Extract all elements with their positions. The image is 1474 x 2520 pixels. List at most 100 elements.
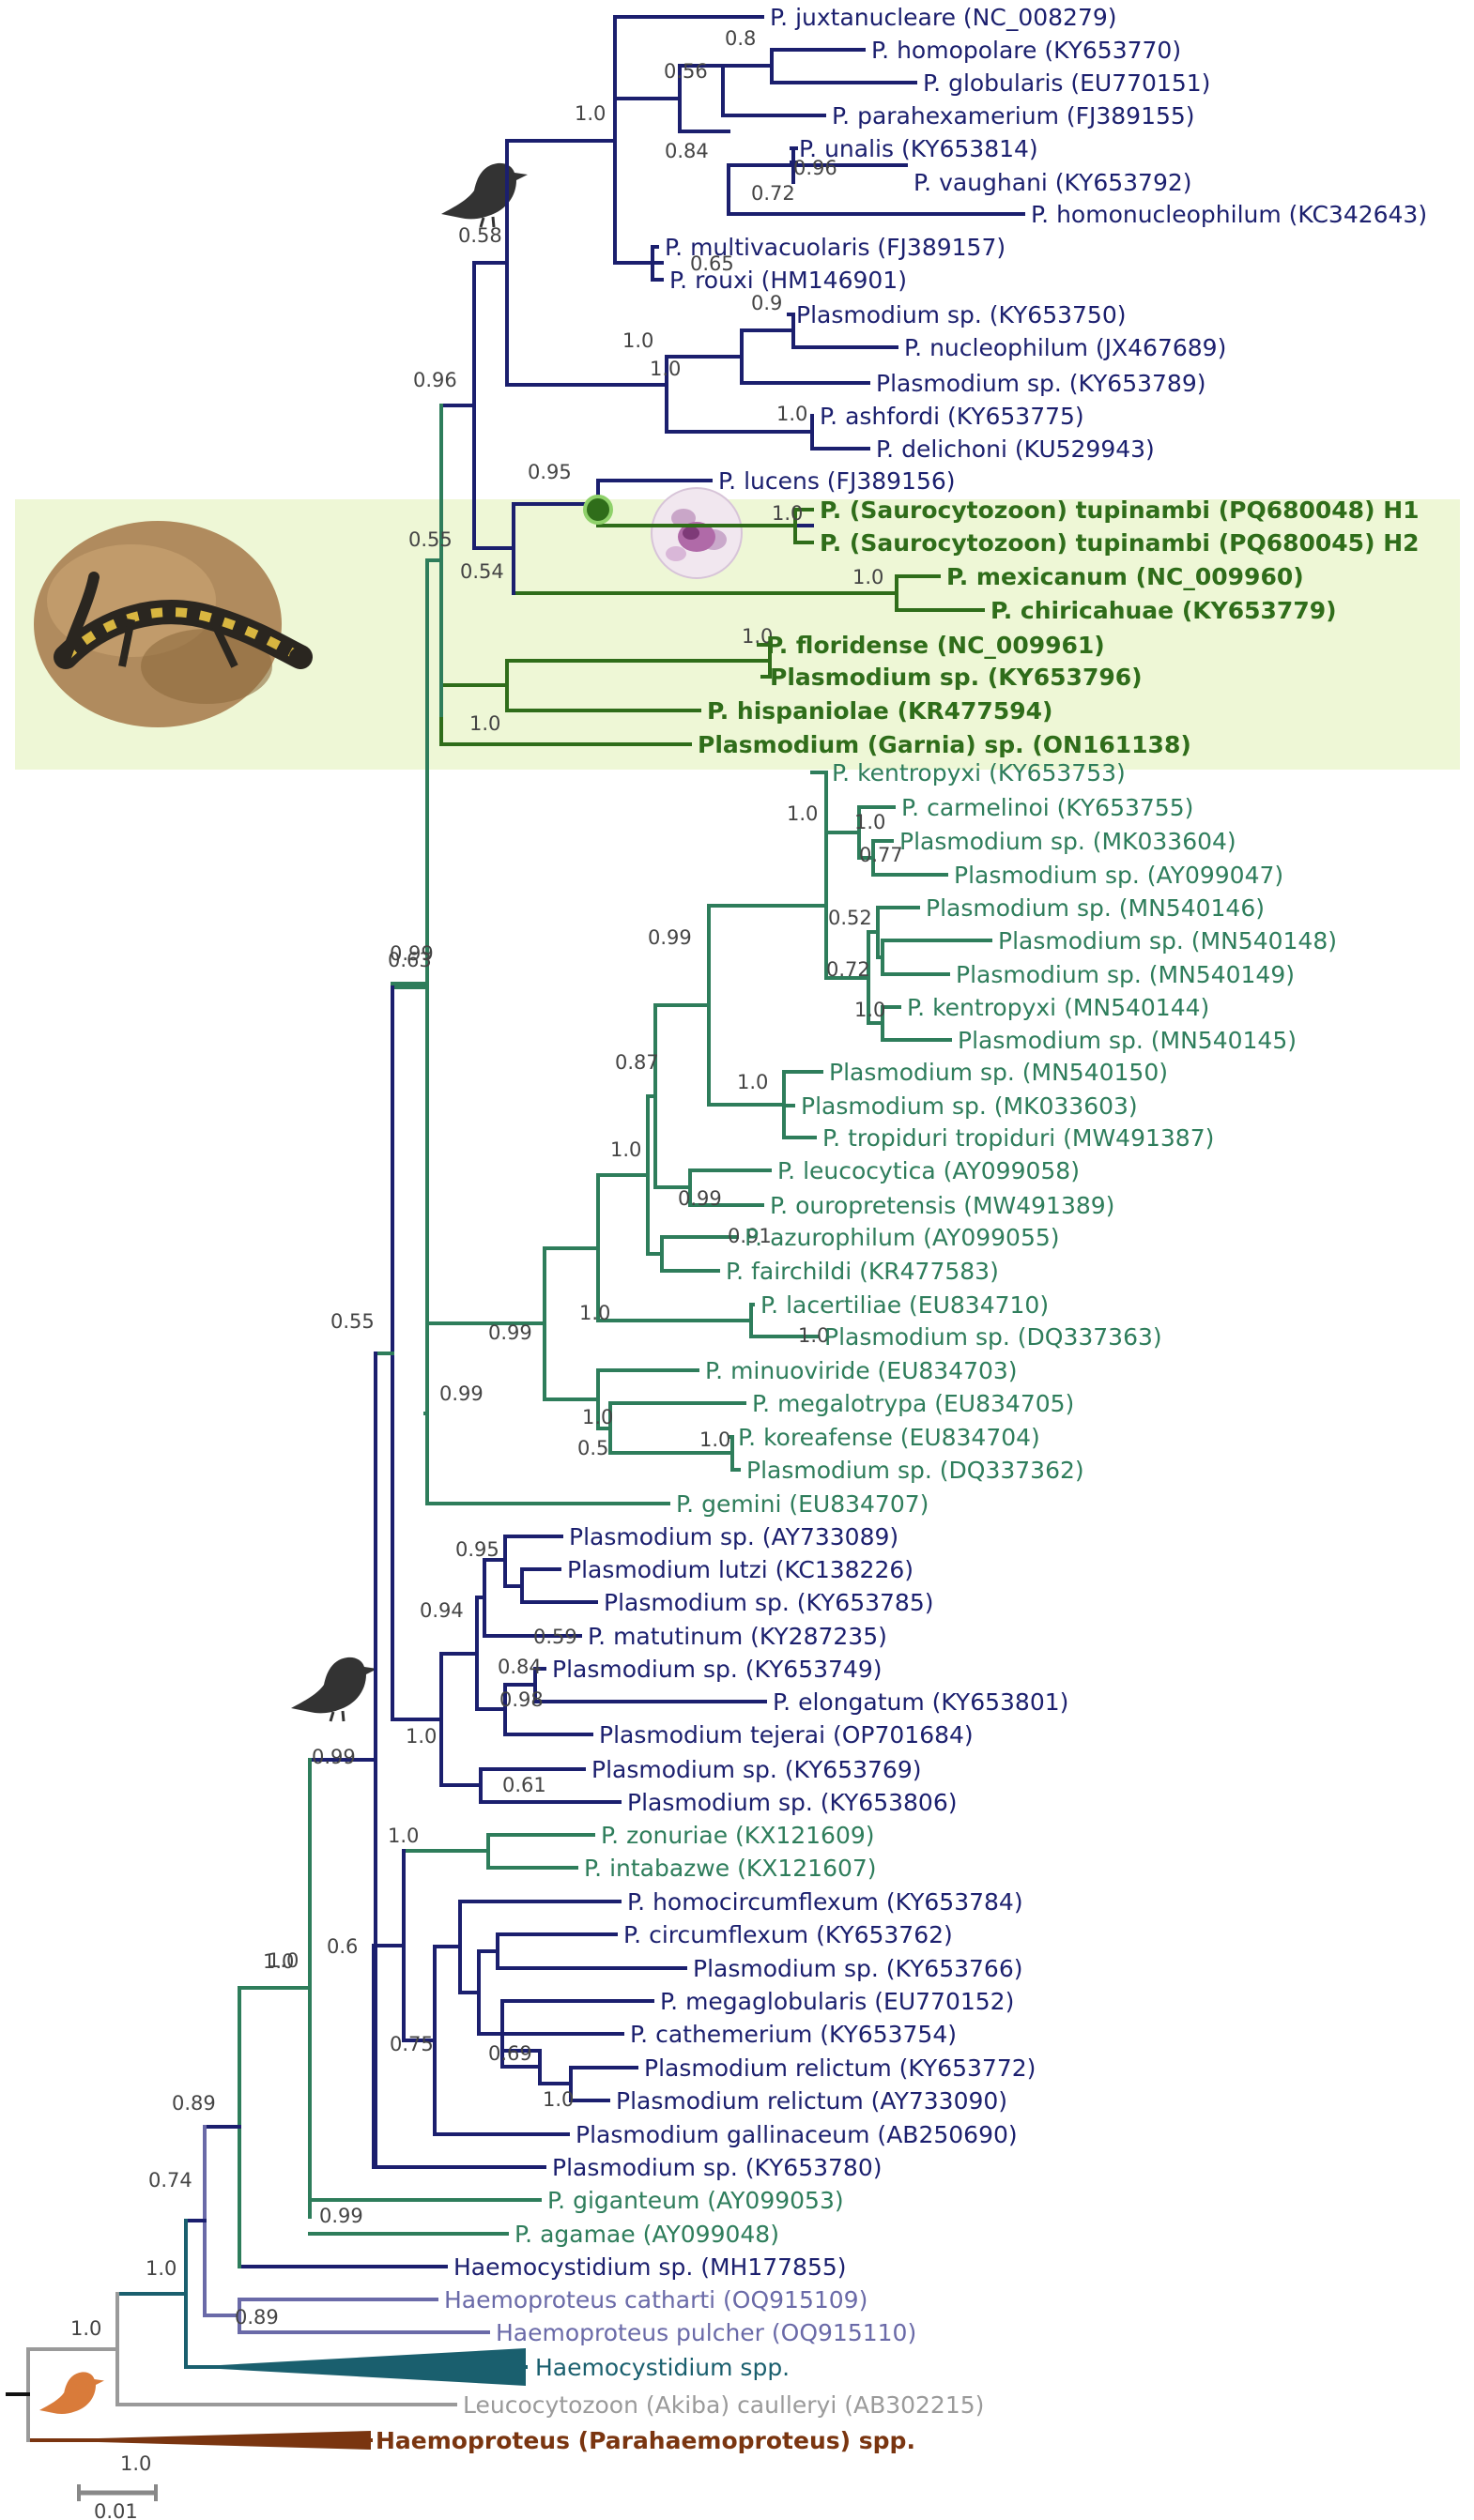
support-value: 1.0 xyxy=(406,1725,437,1748)
taxon-label: P. circumflexum (KY653762) xyxy=(623,1921,953,1948)
taxon-label: P. ouropretensis (MW491389) xyxy=(770,1192,1114,1219)
support-value: 1.0 xyxy=(610,1138,641,1161)
taxon-label: P. delichoni (KU529943) xyxy=(876,435,1155,463)
support-value: 0.98 xyxy=(499,1688,544,1711)
taxon-label: Haemocystidium sp. (MH177855) xyxy=(453,2253,847,2281)
support-value: 1.0 xyxy=(737,1071,768,1093)
taxon-label: Plasmodium sp. (MK033604) xyxy=(899,828,1236,855)
support-value: 0.55 xyxy=(330,1310,375,1333)
support-value: 0.56 xyxy=(664,60,708,83)
taxon-label: P. ashfordi (KY653775) xyxy=(820,403,1084,430)
support-value: 1.0 xyxy=(852,566,883,588)
taxon-label: Haemoproteus (Parahaemoproteus) spp. xyxy=(376,2427,915,2454)
taxon-label: P. hispaniolae (KR477594) xyxy=(707,697,1052,725)
support-value: 1.0 xyxy=(120,2452,151,2475)
support-value: 0.52 xyxy=(828,907,872,929)
orange-bird-icon xyxy=(39,2372,104,2414)
support-value: 0.99 xyxy=(678,1187,722,1210)
taxon-label: P. minuoviride (EU834703) xyxy=(705,1357,1018,1384)
support-value: 0.89 xyxy=(235,2306,279,2329)
taxon-label: Plasmodium sp. (MN540149) xyxy=(956,961,1295,988)
support-value: 0.99 xyxy=(488,1321,532,1344)
bird-silhouette-icon xyxy=(291,1657,377,1722)
taxon-label: P. koreafense (EU834704) xyxy=(738,1424,1040,1451)
blood-cell-micrograph xyxy=(651,487,743,579)
taxon-label: Plasmodium sp. (MN540148) xyxy=(998,927,1337,955)
support-values: 0.80.561.00.960.840.720.580.650.91.01.01… xyxy=(70,27,903,2475)
support-value: 0.5 xyxy=(577,1437,608,1459)
support-value: 1.0 xyxy=(575,102,606,125)
support-value: 0.99 xyxy=(439,1382,484,1405)
support-value: 1.0 xyxy=(388,1825,419,1847)
taxon-label: Plasmodium sp. (KY653785) xyxy=(604,1589,933,1616)
taxon-label: P. fairchildi (KR477583) xyxy=(726,1258,999,1285)
support-value: 0.95 xyxy=(528,461,572,483)
support-value: 0.77 xyxy=(859,844,903,866)
support-value: 0.8 xyxy=(725,27,756,50)
taxon-label: Plasmodium sp. (KY653806) xyxy=(627,1789,957,1816)
support-value: 1.0 xyxy=(650,358,681,380)
support-value: 0.99 xyxy=(390,942,434,965)
collapsed-clade-haemocystidium xyxy=(186,2348,526,2386)
taxon-label: Plasmodium sp. (KY653750) xyxy=(796,301,1126,328)
taxon-label: P. (Saurocytozoon) tupinambi (PQ680045) … xyxy=(820,529,1420,557)
support-value: 1.0 xyxy=(699,1428,730,1451)
taxon-label: Haemocystidium spp. xyxy=(535,2354,790,2381)
support-value: 0.58 xyxy=(458,224,502,247)
taxon-label: P. lucens (FJ389156) xyxy=(718,467,956,495)
taxon-label: Plasmodium gallinaceum (AB250690) xyxy=(576,2121,1018,2148)
support-value: 1.0 xyxy=(854,811,885,833)
support-value: 1.0 xyxy=(70,2317,101,2340)
support-value: 0.87 xyxy=(615,1051,659,1074)
taxon-label: P. mexicanum (NC_009960) xyxy=(946,563,1304,590)
taxon-label: P. vaughani (KY653792) xyxy=(914,169,1192,196)
support-value: 0.99 xyxy=(312,1746,356,1768)
support-value: 0.6 xyxy=(327,1935,358,1958)
taxon-label: P. unalis (KY653814) xyxy=(799,135,1038,162)
taxon-label: P. nucleophilum (JX467689) xyxy=(904,334,1226,361)
taxon-label: P. giganteum (AY099053) xyxy=(547,2187,844,2214)
taxon-label: Plasmodium sp. (AY733089) xyxy=(569,1523,898,1550)
taxon-label: P. leucocytica (AY099058) xyxy=(777,1157,1080,1184)
taxon-label: Plasmodium sp. (KY653749) xyxy=(552,1656,882,1683)
support-value: 1.0 xyxy=(854,999,885,1021)
support-value: 0.99 xyxy=(319,2205,363,2227)
support-value: 0.95 xyxy=(455,1538,499,1561)
taxon-label: Plasmodium sp. (KY653766) xyxy=(693,1955,1022,1982)
lizard-photo xyxy=(34,521,313,727)
support-value: 0.91 xyxy=(728,1225,772,1247)
taxon-label: Plasmodium sp. (KY653780) xyxy=(552,2154,882,2181)
support-value: 0.94 xyxy=(420,1599,464,1622)
support-value: 0.99 xyxy=(648,926,692,949)
taxon-label: Plasmodium (Garnia) sp. (ON161138) xyxy=(698,731,1191,758)
support-value: 0.55 xyxy=(408,528,453,551)
support-value: 0.63 xyxy=(388,949,432,971)
taxon-label: P. azurophilum (AY099055) xyxy=(745,1224,1060,1251)
support-value: 1.0 xyxy=(268,1949,299,1972)
taxon-label: Haemoproteus pulcher (OQ915110) xyxy=(496,2319,916,2346)
support-value: 1.0 xyxy=(787,802,818,825)
taxon-label: Leucocytozoon (Akiba) caulleryi (AB30221… xyxy=(463,2391,984,2419)
support-value: 1.0 xyxy=(622,329,653,352)
taxon-label: P. cathemerium (KY653754) xyxy=(630,2021,957,2048)
taxon-label: P. kentropyxi (MN540144) xyxy=(907,994,1209,1021)
scale-bar: 0.01 xyxy=(77,2484,158,2520)
support-value: 1.0 xyxy=(776,403,807,425)
taxon-label: Plasmodium sp. (DQ337362) xyxy=(746,1457,1084,1484)
taxon-label: P. zonuriae (KX121609) xyxy=(601,1822,875,1849)
taxon-label: P. megaglobularis (EU770152) xyxy=(660,1988,1014,2015)
support-value: 0.54 xyxy=(460,560,504,583)
taxon-label: P. kentropyxi (KY653753) xyxy=(832,759,1126,787)
support-value: 0.72 xyxy=(751,182,795,205)
support-value: 1.0 xyxy=(579,1302,610,1324)
support-value: 0.96 xyxy=(413,369,457,391)
taxon-label: P. homopolare (KY653770) xyxy=(871,37,1181,64)
taxon-label: P. parahexamerium (FJ389155) xyxy=(832,102,1195,130)
support-value: 1.0 xyxy=(469,712,500,735)
taxon-label: Plasmodium lutzi (KC138226) xyxy=(567,1556,914,1583)
support-value: 0.59 xyxy=(533,1626,577,1648)
support-value: 1.0 xyxy=(543,2088,574,2111)
taxon-label: Plasmodium sp. (MN540150) xyxy=(829,1059,1168,1086)
support-value: 0.89 xyxy=(172,2092,216,2115)
